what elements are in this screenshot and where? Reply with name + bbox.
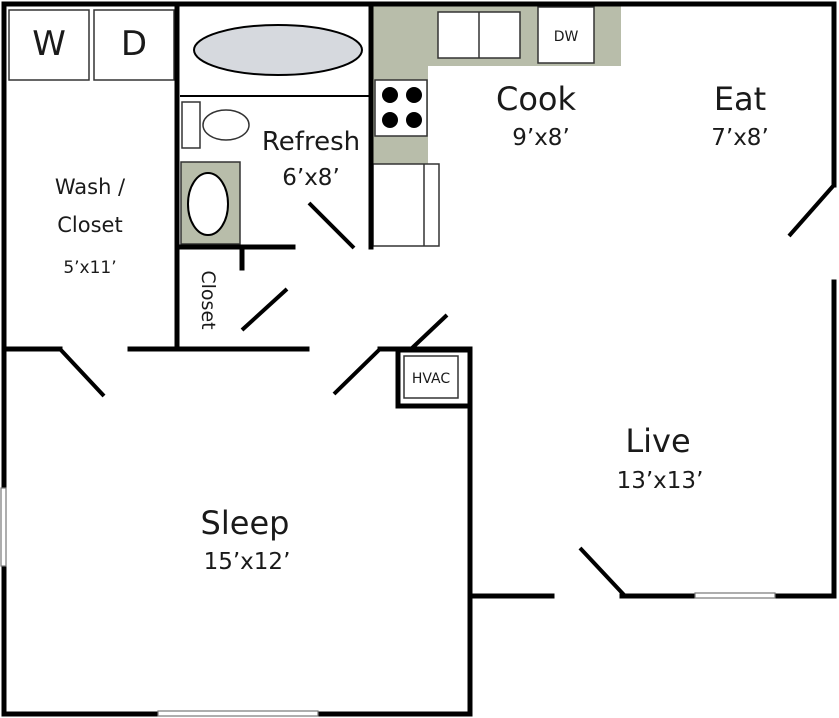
sleep-name: Sleep	[201, 504, 290, 542]
washer: W	[8, 9, 90, 81]
washer-label: W	[32, 24, 66, 64]
room-cook: Cook 9’x8’	[496, 80, 577, 151]
room-refresh: Refresh 6’x8’	[262, 127, 360, 191]
dryer-label: D	[121, 24, 147, 64]
wash-name-line2: Closet	[57, 213, 122, 237]
wash-size: 5’x11’	[63, 258, 116, 278]
stove	[374, 79, 428, 137]
dishwasher: DW	[537, 6, 595, 64]
refresh-size: 6’x8’	[282, 165, 340, 191]
room-eat: Eat 7’x8’	[711, 80, 769, 151]
live-size: 13’x13’	[617, 468, 704, 494]
eat-size: 7’x8’	[711, 125, 769, 151]
cook-name: Cook	[496, 80, 577, 118]
eat-name: Eat	[714, 80, 766, 118]
kitchen-sink	[437, 11, 521, 59]
room-live: Live 13’x13’	[617, 422, 704, 494]
hvac-label: HVAC	[412, 371, 451, 387]
sleep-size: 15’x12’	[204, 549, 291, 575]
room-closet: Closet	[197, 270, 219, 329]
toilet	[181, 101, 250, 149]
bathtub	[193, 24, 363, 76]
refresh-name: Refresh	[262, 127, 360, 157]
dryer: D	[93, 9, 175, 81]
cook-size: 9’x8’	[512, 125, 570, 151]
hvac-unit: HVAC	[395, 347, 473, 409]
windows	[0, 487, 776, 717]
room-sleep: Sleep 15’x12’	[201, 504, 291, 575]
bathroom-sink	[180, 161, 241, 245]
refrigerator	[372, 163, 440, 247]
doors	[58, 183, 836, 598]
room-wash-closet: Wash / Closet 5’x11’	[55, 175, 126, 278]
closet-name: Closet	[197, 270, 219, 329]
dishwasher-label: DW	[554, 29, 579, 45]
wash-name-line1: Wash /	[55, 175, 126, 199]
live-name: Live	[625, 422, 690, 460]
